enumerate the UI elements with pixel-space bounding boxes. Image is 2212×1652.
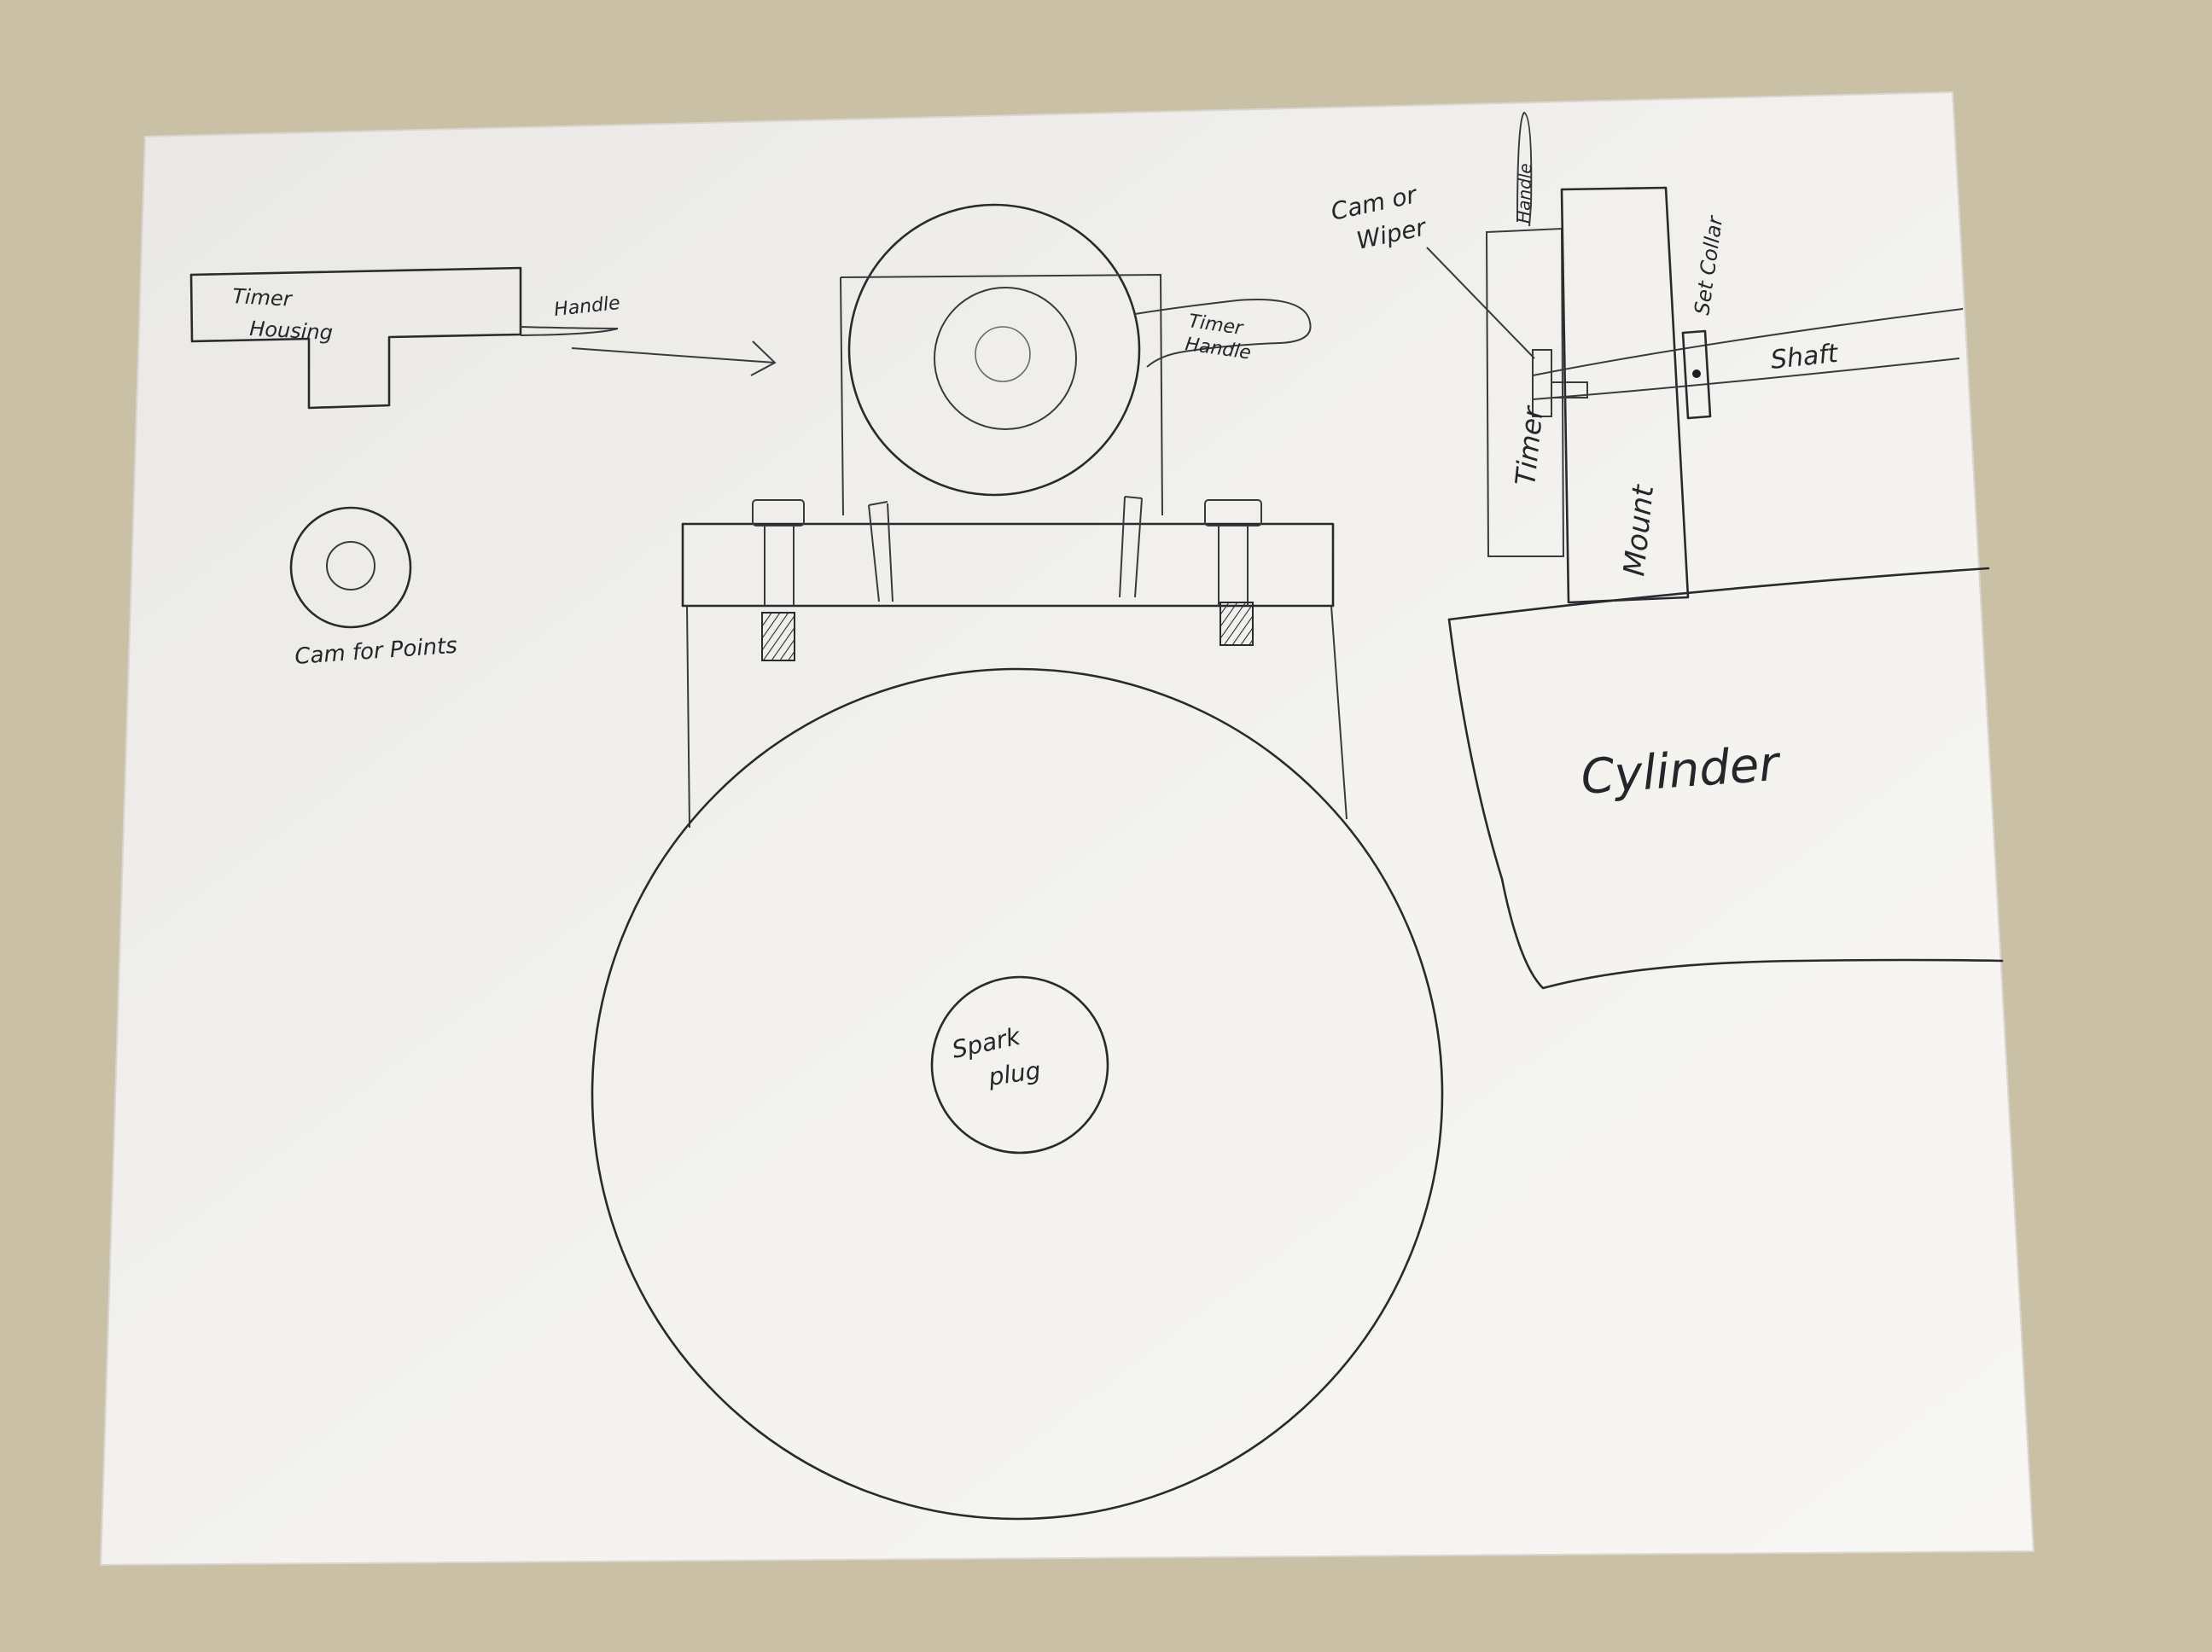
timer-assembly-front-view <box>591 203 1444 1521</box>
label-handle-side: Handle <box>1513 163 1535 224</box>
paper-sheet <box>99 90 2035 1567</box>
timer-assembly-side-view <box>1426 111 2004 990</box>
cam-for-points-sketch <box>289 506 412 629</box>
label-shaft: Shaft <box>1769 339 1840 375</box>
timer-housing-sketch <box>189 266 777 410</box>
label-timer-housing-1: Timer <box>232 284 294 311</box>
label-timer-housing-2: Housing <box>249 317 334 345</box>
